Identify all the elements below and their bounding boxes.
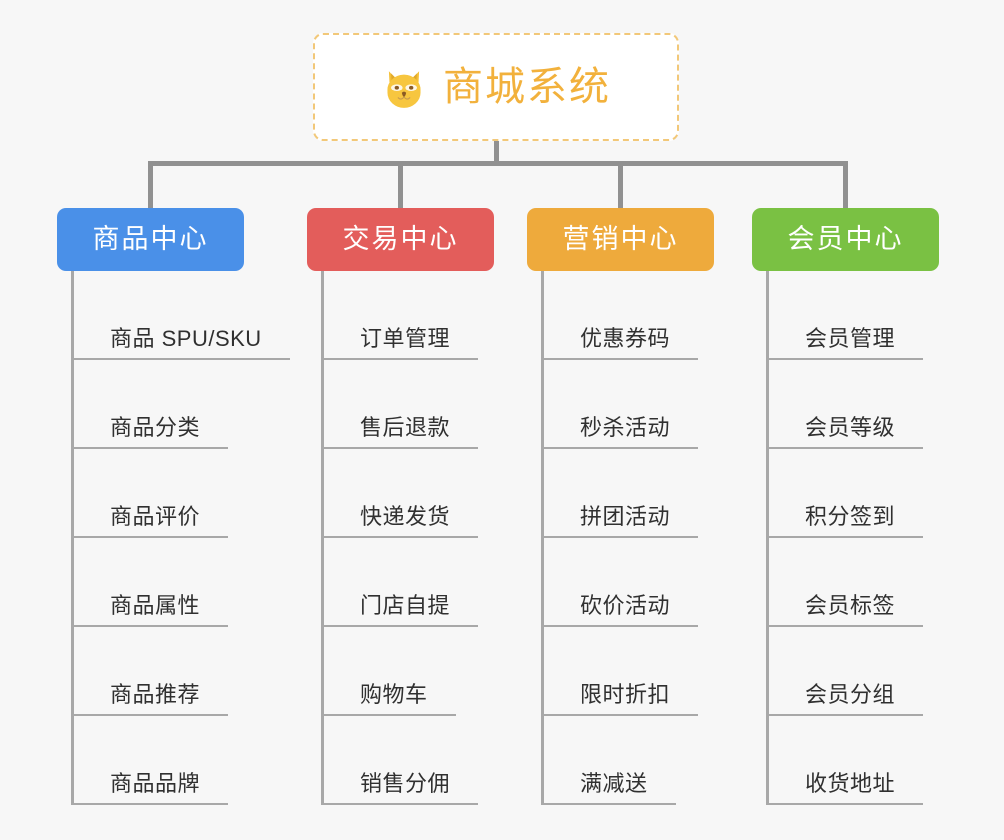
category-column-1: 商品中心 商品 SPU/SKU 商品分类 商品评价 商品属性 商品推荐 商品品牌 bbox=[57, 208, 290, 805]
leaf-label: 积分签到 bbox=[805, 503, 896, 529]
list-item[interactable]: 商品分类 bbox=[74, 360, 277, 449]
list-item[interactable]: 会员分组 bbox=[769, 627, 972, 716]
shiba-dog-face-icon bbox=[381, 64, 427, 110]
list-item[interactable]: 积分签到 bbox=[769, 449, 972, 538]
category-header-3[interactable]: 营销中心 bbox=[527, 208, 714, 271]
leaf-label: 满减送 bbox=[580, 770, 648, 796]
connector-root-stem bbox=[494, 141, 499, 165]
list-item[interactable]: 秒杀活动 bbox=[544, 360, 747, 449]
connector-drop-4 bbox=[843, 161, 848, 209]
list-item[interactable]: 砍价活动 bbox=[544, 538, 747, 627]
list-item[interactable]: 购物车 bbox=[324, 627, 527, 716]
connector-drop-2 bbox=[398, 161, 403, 209]
list-item[interactable]: 商品属性 bbox=[74, 538, 277, 627]
leaf-label: 商品推荐 bbox=[110, 681, 201, 707]
category-label-2: 交易中心 bbox=[342, 224, 459, 254]
category-header-4[interactable]: 会员中心 bbox=[752, 208, 939, 271]
leaf-label: 优惠券码 bbox=[580, 325, 671, 351]
leaf-label: 秒杀活动 bbox=[580, 414, 671, 440]
leaf-list-4: 会员管理 会员等级 积分签到 会员标签 会员分组 收货地址 bbox=[766, 271, 972, 805]
leaf-list-2: 订单管理 售后退款 快递发货 门店自提 购物车 销售分佣 bbox=[321, 271, 527, 805]
leaf-label: 订单管理 bbox=[360, 325, 451, 351]
list-item[interactable]: 拼团活动 bbox=[544, 449, 747, 538]
list-item[interactable]: 会员等级 bbox=[769, 360, 972, 449]
leaf-label: 商品评价 bbox=[110, 503, 201, 529]
list-item[interactable]: 商品评价 bbox=[74, 449, 277, 538]
list-item[interactable]: 销售分佣 bbox=[324, 716, 527, 805]
list-item[interactable]: 售后退款 bbox=[324, 360, 527, 449]
leaf-list-3: 优惠券码 秒杀活动 拼团活动 砍价活动 限时折扣 满减送 bbox=[541, 271, 747, 805]
leaf-label: 拼团活动 bbox=[580, 503, 671, 529]
connector-drop-3 bbox=[618, 161, 623, 209]
category-column-3: 营销中心 优惠券码 秒杀活动 拼团活动 砍价活动 限时折扣 满减送 bbox=[527, 208, 747, 805]
leaf-label: 会员等级 bbox=[805, 414, 896, 440]
list-item[interactable]: 会员标签 bbox=[769, 538, 972, 627]
leaf-label: 会员标签 bbox=[805, 592, 896, 618]
list-item[interactable]: 会员管理 bbox=[769, 271, 972, 360]
list-item[interactable]: 商品品牌 bbox=[74, 716, 277, 805]
category-label-4: 会员中心 bbox=[787, 224, 904, 254]
leaf-label: 会员分组 bbox=[805, 681, 896, 707]
leaf-label: 购物车 bbox=[360, 681, 428, 707]
list-item[interactable]: 满减送 bbox=[544, 716, 747, 805]
leaf-label: 商品分类 bbox=[110, 414, 201, 440]
leaf-label: 商品 SPU/SKU bbox=[110, 325, 262, 351]
list-item[interactable]: 商品推荐 bbox=[74, 627, 277, 716]
connector-drop-1 bbox=[148, 161, 153, 209]
root-node[interactable]: 商城系统 bbox=[313, 33, 679, 141]
list-item[interactable]: 门店自提 bbox=[324, 538, 527, 627]
leaf-label: 商品属性 bbox=[110, 592, 201, 618]
leaf-label: 砍价活动 bbox=[580, 592, 671, 618]
leaf-label: 限时折扣 bbox=[580, 681, 671, 707]
category-header-2[interactable]: 交易中心 bbox=[307, 208, 494, 271]
root-title: 商城系统 bbox=[443, 65, 611, 109]
list-item[interactable]: 商品 SPU/SKU bbox=[74, 271, 290, 360]
list-item[interactable]: 收货地址 bbox=[769, 716, 972, 805]
list-item[interactable]: 订单管理 bbox=[324, 271, 527, 360]
leaf-label: 门店自提 bbox=[360, 592, 451, 618]
category-header-1[interactable]: 商品中心 bbox=[57, 208, 244, 271]
list-item[interactable]: 快递发货 bbox=[324, 449, 527, 538]
leaf-label: 销售分佣 bbox=[360, 770, 451, 796]
category-label-3: 营销中心 bbox=[562, 224, 679, 254]
leaf-label: 会员管理 bbox=[805, 325, 896, 351]
leaf-label: 收货地址 bbox=[805, 770, 896, 796]
list-item[interactable]: 限时折扣 bbox=[544, 627, 747, 716]
leaf-label: 快递发货 bbox=[360, 503, 451, 529]
leaf-label: 商品品牌 bbox=[110, 770, 201, 796]
category-column-4: 会员中心 会员管理 会员等级 积分签到 会员标签 会员分组 收货地址 bbox=[752, 208, 972, 805]
leaf-label: 售后退款 bbox=[360, 414, 451, 440]
category-label-1: 商品中心 bbox=[92, 224, 209, 254]
list-item[interactable]: 优惠券码 bbox=[544, 271, 747, 360]
connector-horizontal-bar bbox=[148, 161, 848, 166]
category-column-2: 交易中心 订单管理 售后退款 快递发货 门店自提 购物车 销售分佣 bbox=[307, 208, 527, 805]
leaf-list-1: 商品 SPU/SKU 商品分类 商品评价 商品属性 商品推荐 商品品牌 bbox=[71, 271, 290, 805]
